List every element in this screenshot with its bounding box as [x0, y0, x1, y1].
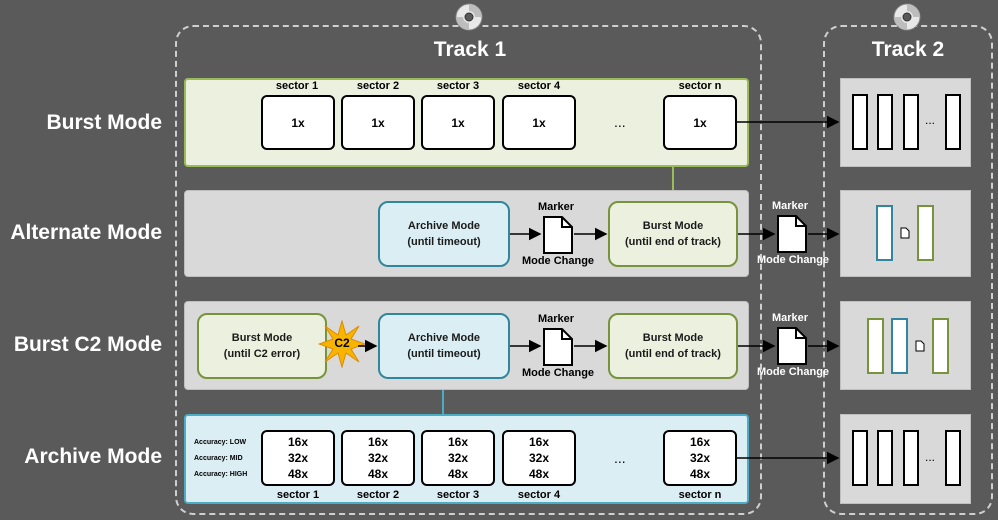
sector-bar: [945, 94, 961, 150]
row-label-burst: Burst Mode: [46, 111, 163, 134]
box-title: Burst Mode: [642, 220, 704, 232]
box-subtitle: (until end of track): [625, 348, 721, 360]
mode-change-label: Mode Change: [756, 366, 830, 378]
accuracy-label: Accuracy: LOW: [194, 439, 247, 446]
box-subtitle: (until C2 error): [223, 348, 301, 360]
disc-icon: [893, 3, 921, 31]
multiplier-low: 16x: [287, 435, 309, 449]
accuracy-label: Accuracy: HIGH: [194, 471, 248, 478]
marker-label: Marker: [537, 313, 575, 325]
sector-bar: [852, 430, 868, 486]
box-subtitle: (until timeout): [407, 236, 481, 248]
sector-bar: [945, 430, 961, 486]
box-title: Burst Mode: [231, 332, 293, 344]
marker-document-icon: [543, 328, 573, 366]
sector-box: 16x 32x 48x: [421, 430, 495, 486]
marker-label: Marker: [537, 201, 575, 213]
mode-change-label: Mode Change: [756, 254, 830, 266]
sector-label: sector 4: [517, 489, 561, 501]
marker-document-icon: [777, 327, 807, 365]
sector-box: 16x 32x 48x: [502, 430, 576, 486]
multiplier-high: 48x: [528, 467, 550, 481]
burst-sector-bar: [932, 318, 949, 374]
sector-label: sector 3: [436, 489, 480, 501]
archive-mode-box: Archive Mode (until timeout): [378, 313, 510, 379]
sector-bar: [877, 430, 893, 486]
marker-label: Marker: [771, 200, 809, 212]
c2-badge-text: C2: [334, 336, 350, 350]
multiplier-high: 48x: [689, 467, 711, 481]
multiplier-high: 48x: [287, 467, 309, 481]
marker-document-icon: [543, 216, 573, 254]
burst-sector-bar: [917, 205, 934, 261]
sector-bar: [852, 94, 868, 150]
burst-mode-box: Burst Mode (until C2 error): [197, 313, 327, 379]
multiplier-mid: 32x: [689, 451, 711, 465]
sector-label: sector 3: [436, 80, 480, 92]
multiplier-low: 16x: [528, 435, 550, 449]
ellipsis: ...: [925, 450, 936, 464]
sector-box: 1x: [663, 95, 737, 150]
box-title: Burst Mode: [642, 332, 704, 344]
box-title: Archive Mode: [407, 220, 481, 232]
multiplier-high: 48x: [447, 467, 469, 481]
box-subtitle: (until end of track): [625, 236, 721, 248]
mode-change-label: Mode Change: [521, 367, 595, 379]
ellipsis: ...: [925, 113, 936, 127]
sector-box: 1x: [502, 95, 576, 150]
sector-label: sector 2: [356, 489, 400, 501]
archive-mode-box: Archive Mode (until timeout): [378, 201, 510, 267]
track-2-title: Track 2: [871, 38, 945, 61]
multiplier-high: 48x: [367, 467, 389, 481]
track-1-title: Track 1: [433, 38, 507, 61]
ellipsis: ...: [614, 114, 626, 130]
sector-label: sector n: [678, 489, 722, 501]
burst-mode-box: Burst Mode (until end of track): [608, 201, 738, 267]
ellipsis: ...: [614, 450, 626, 466]
sector-label: sector 1: [276, 489, 320, 501]
marker-document-icon: [777, 215, 807, 253]
sector-label: sector 1: [275, 80, 319, 92]
sector-box: 16x 32x 48x: [663, 430, 737, 486]
archive-sector-bar: [876, 205, 893, 261]
sector-bar: [903, 94, 919, 150]
multiplier-mid: 32x: [367, 451, 389, 465]
marker-document-icon: [900, 227, 910, 239]
disc-icon: [455, 3, 483, 31]
row-label-burst-c2: Burst C2 Mode: [13, 333, 162, 356]
sector-label: sector n: [678, 80, 722, 92]
marker-label: Marker: [771, 312, 809, 324]
burst-sector-bar: [867, 318, 884, 374]
multiplier-low: 16x: [447, 435, 469, 449]
sector-box: 1x: [261, 95, 335, 150]
burst-mode-box: Burst Mode (until end of track): [608, 313, 738, 379]
multiplier-mid: 32x: [287, 451, 309, 465]
multiplier-low: 16x: [367, 435, 389, 449]
sector-box: 1x: [421, 95, 495, 150]
box-title: Archive Mode: [407, 332, 481, 344]
multiplier-mid: 32x: [447, 451, 469, 465]
sector-label: sector 4: [517, 80, 561, 92]
row-label-alternate: Alternate Mode: [10, 221, 162, 244]
multiplier-low: 16x: [689, 435, 711, 449]
mode-change-label: Mode Change: [521, 255, 595, 267]
c2-error-star-icon: [318, 320, 366, 368]
archive-sector-bar: [891, 318, 908, 374]
accuracy-label: Accuracy: MID: [194, 455, 243, 462]
sector-box: 1x: [341, 95, 415, 150]
sector-label: sector 2: [356, 80, 400, 92]
multiplier-mid: 32x: [528, 451, 550, 465]
sector-bar: [877, 94, 893, 150]
box-subtitle: (until timeout): [407, 348, 481, 360]
row-label-archive: Archive Mode: [24, 445, 162, 468]
marker-document-icon: [915, 340, 925, 352]
sector-box: 16x 32x 48x: [341, 430, 415, 486]
sector-bar: [903, 430, 919, 486]
sector-box: 16x 32x 48x: [261, 430, 335, 486]
